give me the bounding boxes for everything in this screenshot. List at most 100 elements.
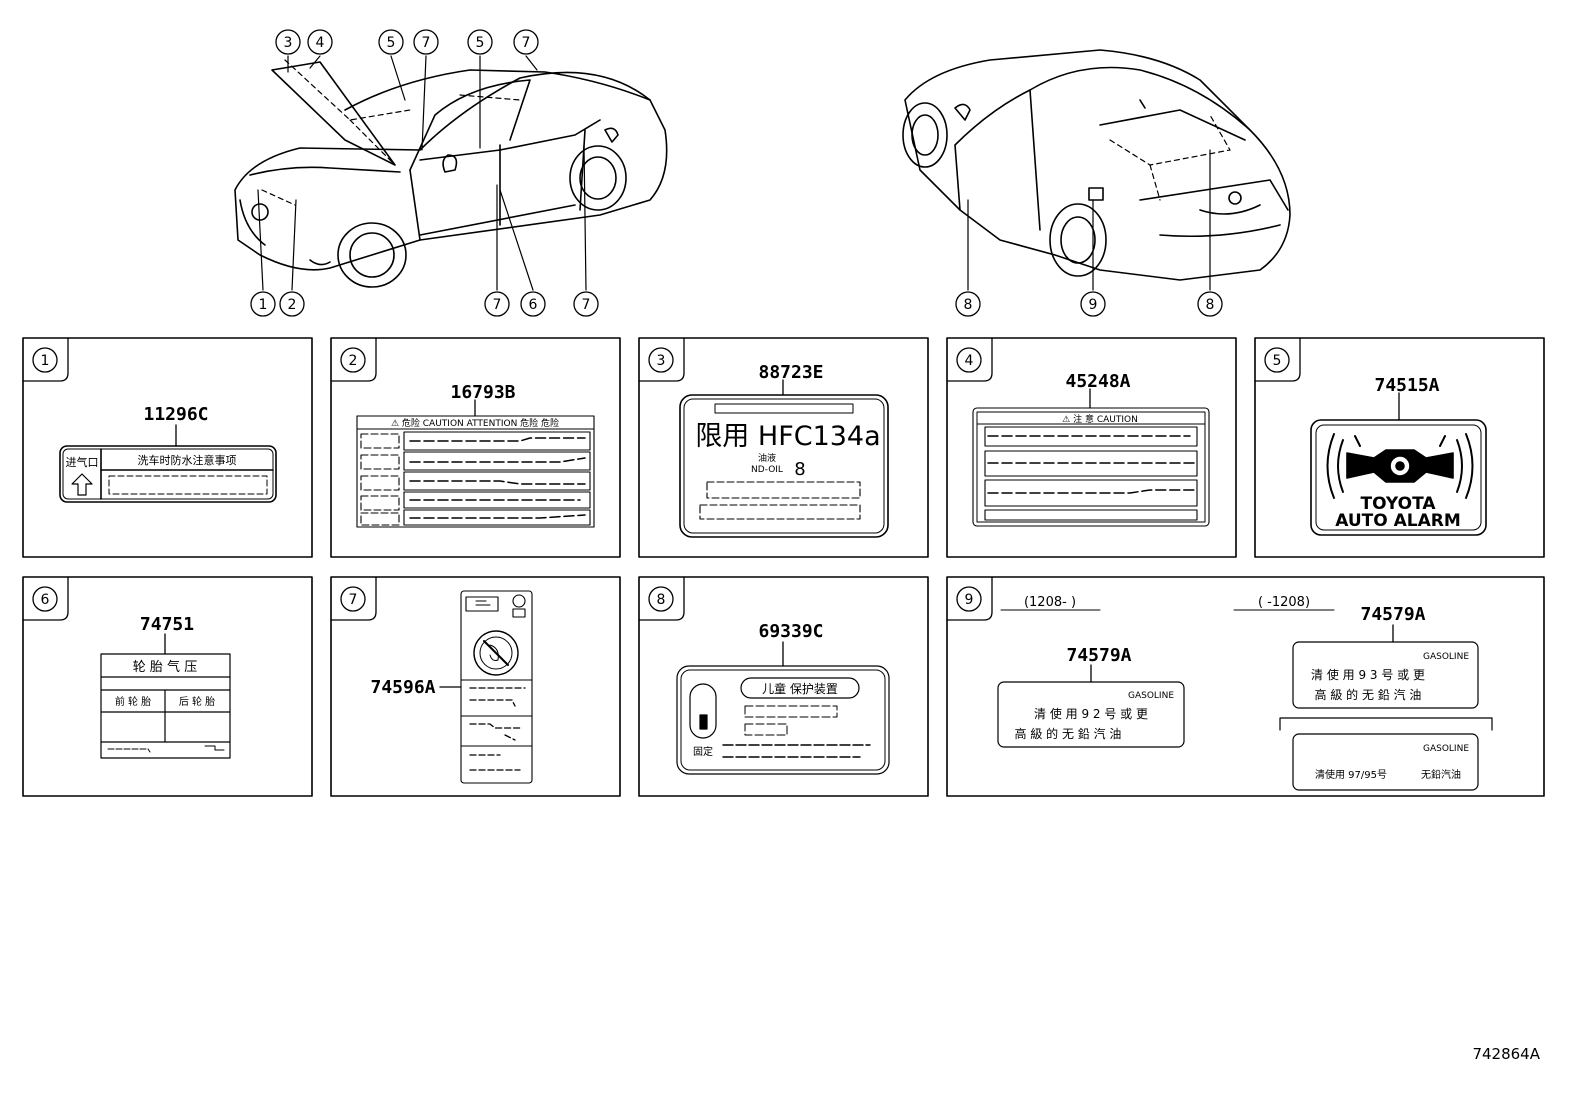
panel-7-frame bbox=[330, 576, 621, 797]
panel-8-label bbox=[676, 641, 890, 775]
panel-3-label bbox=[679, 379, 889, 538]
callout-1: 1 bbox=[259, 297, 268, 313]
panel-5-label bbox=[1310, 392, 1487, 536]
panel-7-part-number: 74596A bbox=[370, 677, 435, 698]
panel-9-labels bbox=[997, 609, 1493, 791]
callout-circle bbox=[1197, 291, 1223, 317]
front-car-illustration bbox=[234, 55, 668, 291]
callout-6: 6 bbox=[529, 297, 538, 313]
callout-7: 7 bbox=[582, 297, 591, 313]
panel-2-header: ⚠ 危险 CAUTION ATTENTION 危险 危险 bbox=[391, 417, 559, 429]
panel-9-frame bbox=[946, 576, 1545, 797]
callout-8: 8 bbox=[1206, 297, 1215, 313]
panel-9-right2-gasoline: GASOLINE bbox=[1423, 744, 1469, 754]
panel-4-part-number: 45248A bbox=[1065, 371, 1130, 392]
panel-5-part-number: 74515A bbox=[1374, 375, 1439, 396]
callout-circle bbox=[413, 29, 439, 55]
callout-4: 4 bbox=[316, 35, 325, 51]
callout-circle bbox=[1080, 291, 1106, 317]
callout-7: 7 bbox=[422, 35, 431, 51]
callout-7: 7 bbox=[522, 35, 531, 51]
callout-5: 5 bbox=[476, 35, 485, 51]
callout-circle bbox=[279, 291, 305, 317]
panel-4-label bbox=[972, 388, 1210, 527]
panel-5-line-1: TOYOTA bbox=[1360, 494, 1436, 514]
panel-9-left-part-number: 74579A bbox=[1066, 645, 1131, 666]
callout-circle bbox=[378, 29, 404, 55]
callout-2: 2 bbox=[288, 297, 297, 313]
panel-5-number: 5 bbox=[1273, 353, 1282, 369]
panel-6-col-2: 后 轮 胎 bbox=[179, 695, 215, 708]
callout-circle bbox=[955, 291, 981, 317]
panel-1-frame bbox=[22, 337, 313, 558]
callout-circle bbox=[307, 29, 333, 55]
panel-9-right-line-2: 高 級 的 无 鉛 汽 油 bbox=[1315, 687, 1422, 702]
panel-6-part-number: 74751 bbox=[140, 614, 194, 635]
panel-2-frame bbox=[330, 337, 621, 558]
panel-9-right-line-1: 清 使 用 9 3 号 或 更 bbox=[1311, 667, 1425, 682]
panel-3-big-text: 限用 HFC134a bbox=[695, 421, 880, 452]
panel-4-header: ⚠ 注 意 CAUTION bbox=[1062, 413, 1138, 425]
panel-9-right-gasoline: GASOLINE bbox=[1423, 652, 1469, 662]
callout-5: 5 bbox=[387, 35, 396, 51]
callout-circle bbox=[573, 291, 599, 317]
panel-3-number: 3 bbox=[657, 353, 666, 369]
panel-6-number: 6 bbox=[41, 592, 50, 608]
panel-1-left-label: 进气口 bbox=[66, 455, 99, 469]
callout-circle bbox=[520, 291, 546, 317]
callout-8: 8 bbox=[964, 297, 973, 313]
panel-9-left-line-1: 清 使 用 9 2 号 或 更 bbox=[1034, 706, 1148, 721]
front-callouts bbox=[250, 29, 599, 317]
panel-8-title: 儿童 保护装置 bbox=[762, 681, 838, 696]
panel-frames bbox=[22, 337, 1545, 797]
panel-2-label bbox=[356, 399, 595, 528]
callout-circle bbox=[467, 29, 493, 55]
panel-8-number: 8 bbox=[657, 592, 666, 608]
callout-circle bbox=[275, 29, 301, 55]
rear-callouts bbox=[955, 291, 1223, 317]
panel-6-label bbox=[100, 633, 231, 759]
panel-7-label bbox=[439, 590, 533, 784]
panel-3-part-number: 88723E bbox=[758, 362, 823, 383]
callout-circle bbox=[250, 291, 276, 317]
panel-8-side-label: 固定 bbox=[693, 745, 713, 758]
callout-circle bbox=[484, 291, 510, 317]
panel-5-frame bbox=[1254, 337, 1545, 558]
panel-9-range-left: (1208- ) bbox=[1024, 595, 1076, 610]
panel-1-label bbox=[59, 424, 277, 503]
figure-id: 742864A bbox=[1472, 1045, 1540, 1063]
callout-circle bbox=[513, 29, 539, 55]
panel-9-left-line-2: 高 級 的 无 鉛 汽 油 bbox=[1015, 726, 1122, 741]
panel-3-frame bbox=[638, 337, 929, 558]
callout-9: 9 bbox=[1089, 297, 1098, 313]
panel-2-number: 2 bbox=[349, 353, 358, 369]
panel-9-number: 9 bbox=[965, 592, 974, 608]
callout-3: 3 bbox=[284, 35, 293, 51]
panel-1-number: 1 bbox=[41, 353, 50, 369]
panel-3-digit: 8 bbox=[794, 459, 805, 480]
panel-9-right2-line-1: 清使用 97/95号 bbox=[1315, 768, 1387, 781]
panel-9-left-gasoline: GASOLINE bbox=[1128, 691, 1174, 701]
panel-6-frame bbox=[22, 576, 313, 797]
panel-6-col-1: 前 轮 胎 bbox=[115, 695, 151, 708]
panel-1-title: 洗车时防水注意事项 bbox=[138, 453, 237, 467]
panel-4-frame bbox=[946, 337, 1237, 558]
panel-3-small-1: 油液 bbox=[758, 452, 776, 464]
panel-6-title: 轮 胎 气 压 bbox=[133, 659, 197, 675]
rear-car-illustration bbox=[902, 49, 1291, 291]
panel-9-right2-line-2: 无鉛汽油 bbox=[1421, 768, 1461, 781]
panel-9-range-right: ( -1208) bbox=[1258, 595, 1310, 610]
panel-1-part-number: 11296C bbox=[143, 404, 208, 425]
panel-5-line-2: AUTO ALARM bbox=[1335, 511, 1461, 531]
alarm-icon bbox=[1326, 433, 1474, 499]
panel-8-part-number: 69339C bbox=[758, 621, 823, 642]
panel-8-frame bbox=[638, 576, 929, 797]
panel-9-right-part-number: 74579A bbox=[1360, 604, 1425, 625]
callout-7: 7 bbox=[493, 297, 502, 313]
panel-4-number: 4 bbox=[965, 353, 974, 369]
panel-3-small-2: ND-OIL bbox=[751, 465, 783, 475]
panel-7-number: 7 bbox=[349, 592, 358, 608]
panel-2-part-number: 16793B bbox=[450, 382, 515, 403]
panel-number-tabs bbox=[22, 337, 1301, 621]
